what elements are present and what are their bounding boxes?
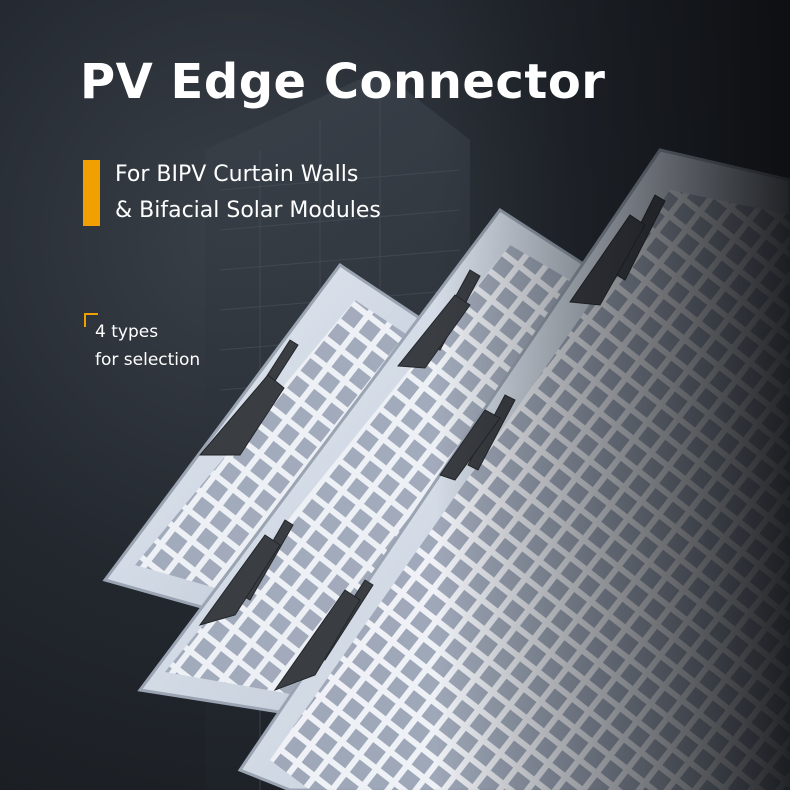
types-selection-text: for selection (95, 350, 201, 370)
corner-bracket-icon (84, 313, 98, 327)
page-title: PV Edge Connector (80, 54, 606, 110)
subtitle-line-1: For BIPV Curtain Walls (115, 162, 359, 187)
types-count-text: 4 types (95, 322, 159, 342)
subtitle-line-2: & Bifacial Solar Modules (115, 198, 381, 223)
accent-bar (83, 160, 100, 226)
